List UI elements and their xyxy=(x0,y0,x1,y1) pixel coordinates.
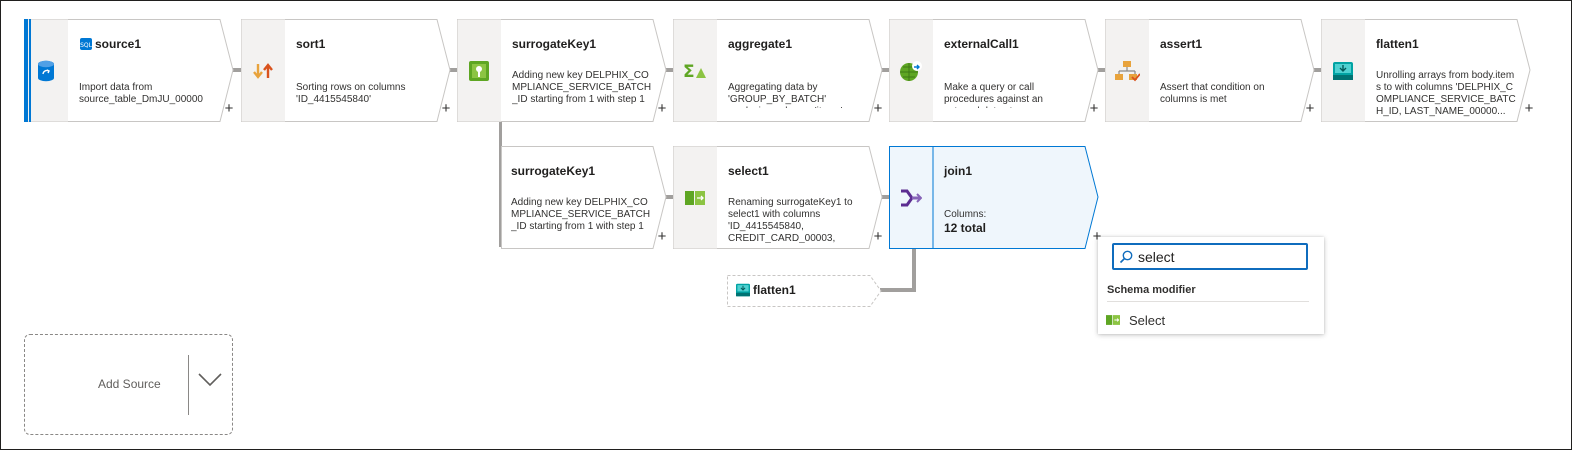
node-description: Assert that condition on columns is met xyxy=(1160,82,1265,105)
node-description: Aggregating data by 'GROUP_BY_BATCH' pro… xyxy=(728,82,842,108)
aggregate-icon: Σ xyxy=(673,19,717,122)
node-description: Make a query or call procedures against … xyxy=(944,82,1043,108)
add-source-label: Add Source xyxy=(98,377,161,391)
node-description: Adding new key DELPHIX_COMPLIANCE_SERVIC… xyxy=(512,70,652,105)
node-description: Import data from source_table_DmJU_00000 xyxy=(79,82,203,105)
connector xyxy=(881,68,890,72)
node-description: Unrolling arrays from body.items to with… xyxy=(1376,70,1516,117)
node-title: select1 xyxy=(728,164,769,178)
add-transform-button[interactable]: + xyxy=(1305,100,1315,117)
assert-icon xyxy=(1105,19,1149,122)
add-transform-button[interactable]: + xyxy=(873,100,883,117)
connector xyxy=(665,195,674,199)
node-description: Sorting rows on columns 'ID_4415545840' xyxy=(296,82,406,105)
node-title: join1 xyxy=(944,164,973,178)
chevron-down-icon[interactable] xyxy=(197,371,223,387)
add-transform-button[interactable]: + xyxy=(441,100,451,117)
node-source1[interactable]: SQL source1 Import data from source_tabl… xyxy=(24,19,234,122)
node-select1[interactable]: select1 Renaming surrogateKey1 to select… xyxy=(673,146,883,249)
svg-text:Σ: Σ xyxy=(683,62,695,80)
columns-label: Columns: xyxy=(944,209,987,220)
section-header: Schema modifier xyxy=(1107,284,1196,296)
add-transform-button[interactable]: + xyxy=(1089,100,1099,117)
node-aggregate1[interactable]: Σ aggregate1 Aggregating data by 'GROUP_… xyxy=(673,19,883,122)
divider xyxy=(188,355,189,415)
node-title: surrogateKey1 xyxy=(512,37,597,51)
branch-connector xyxy=(499,21,502,247)
node-assert1[interactable]: assert1 Assert that condition on columns… xyxy=(1105,19,1315,122)
add-transform-button[interactable]: + xyxy=(657,100,667,117)
add-transform-button[interactable]: + xyxy=(1092,228,1102,245)
join-icon xyxy=(889,146,933,249)
connector xyxy=(233,68,242,72)
add-transform-button[interactable]: + xyxy=(224,100,234,117)
select-icon xyxy=(673,146,717,249)
search-icon xyxy=(1119,250,1133,264)
node-join1[interactable]: join1 Columns: 12 total + xyxy=(889,146,1104,249)
divider xyxy=(1107,301,1309,302)
node-title: flatten1 xyxy=(1376,37,1419,51)
node-title: surrogateKey1 xyxy=(511,164,596,178)
svg-text:SQL: SQL xyxy=(80,42,92,49)
connector xyxy=(881,195,890,199)
node-title: assert1 xyxy=(1160,37,1203,51)
node-surrogateKey1[interactable]: surrogateKey1 Adding new key DELPHIX_COM… xyxy=(457,19,667,122)
connector xyxy=(665,68,674,72)
ghost-node-title: flatten1 xyxy=(753,283,796,297)
menu-item-label: Select xyxy=(1129,312,1166,328)
transform-search-dropdown: select Schema modifier Select xyxy=(1098,237,1324,334)
menu-item-select[interactable]: Select xyxy=(1106,311,1306,329)
connector xyxy=(449,68,458,72)
flatten-icon xyxy=(1321,19,1365,122)
sort-icon xyxy=(241,19,285,122)
source-icon xyxy=(24,19,68,122)
node-sort1[interactable]: sort1 Sorting rows on columns 'ID_441554… xyxy=(241,19,451,122)
connector xyxy=(1097,68,1106,72)
add-transform-button[interactable]: + xyxy=(873,228,883,245)
transform-search-input[interactable]: select xyxy=(1112,243,1308,270)
dataset-icon: SQL xyxy=(80,38,92,50)
select-icon xyxy=(1106,315,1120,325)
node-flatten1[interactable]: flatten1 Unrolling arrays from body.item… xyxy=(1321,19,1536,122)
connector xyxy=(912,247,916,290)
search-input-value: select xyxy=(1138,249,1175,265)
columns-count: 12 total xyxy=(944,221,987,235)
node-externalCall1[interactable]: externalCall1 Make a query or call proce… xyxy=(889,19,1099,122)
connector xyxy=(880,288,916,292)
flatten-icon xyxy=(736,283,750,297)
node-surrogateKey1-branch[interactable]: surrogateKey1 Adding new key DELPHIX_COM… xyxy=(501,146,667,249)
external-call-icon xyxy=(889,19,933,122)
node-description: Renaming surrogateKey1 to select1 with c… xyxy=(728,197,853,243)
node-title: sort1 xyxy=(296,37,326,51)
node-description: Adding new key DELPHIX_COMPLIANCE_SERVIC… xyxy=(511,197,651,232)
add-transform-button[interactable]: + xyxy=(657,228,667,245)
add-transform-button[interactable]: + xyxy=(1524,100,1534,117)
node-title: externalCall1 xyxy=(944,37,1019,51)
ghost-node-flatten1[interactable]: flatten1 xyxy=(727,275,882,307)
add-source-button[interactable]: Add Source xyxy=(24,334,233,435)
connector xyxy=(1313,68,1322,72)
node-title: source1 xyxy=(95,37,142,51)
node-title: aggregate1 xyxy=(728,37,793,51)
surrogate-key-icon xyxy=(457,19,501,122)
